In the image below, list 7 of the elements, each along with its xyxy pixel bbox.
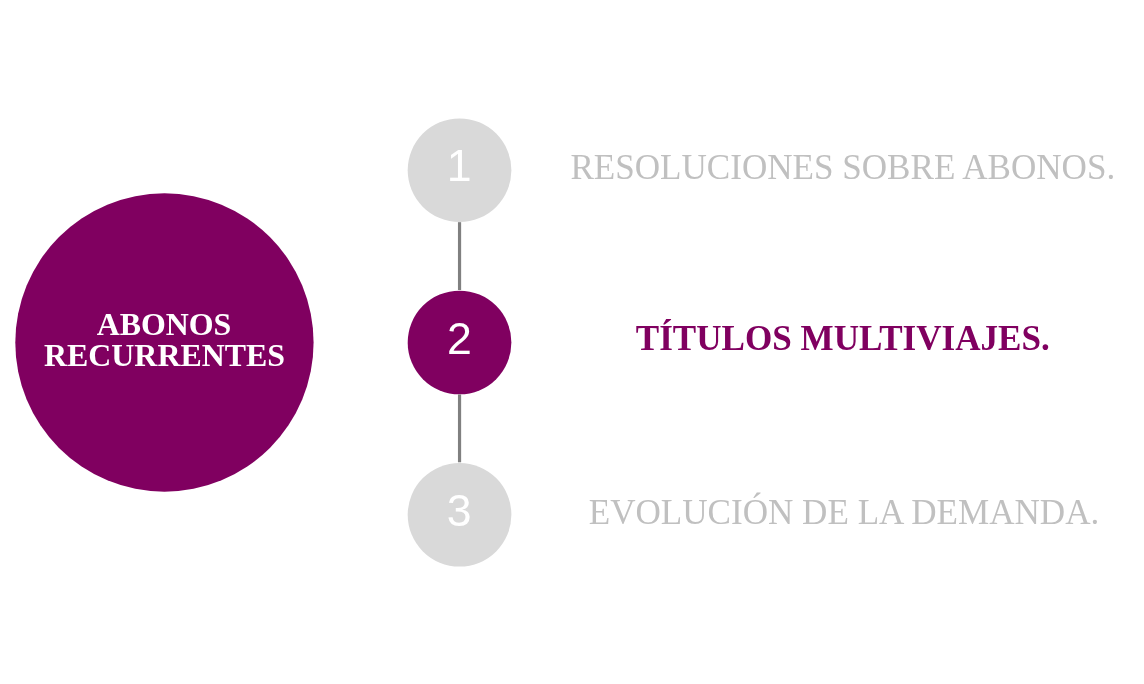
- node-label: TÍTULOS MULTIVIAJES.: [635, 318, 1050, 358]
- node-label: EVOLUCIÓN DE LA DEMANDA.: [588, 492, 1100, 532]
- node-circle: ABONOS RECURRENTES: [15, 192, 314, 492]
- node-label: RESOLUCIONES SOBRE ABONOS.: [570, 147, 1116, 187]
- node-circle: 2: [407, 290, 512, 394]
- connector: [457, 393, 462, 462]
- connector: [457, 221, 462, 290]
